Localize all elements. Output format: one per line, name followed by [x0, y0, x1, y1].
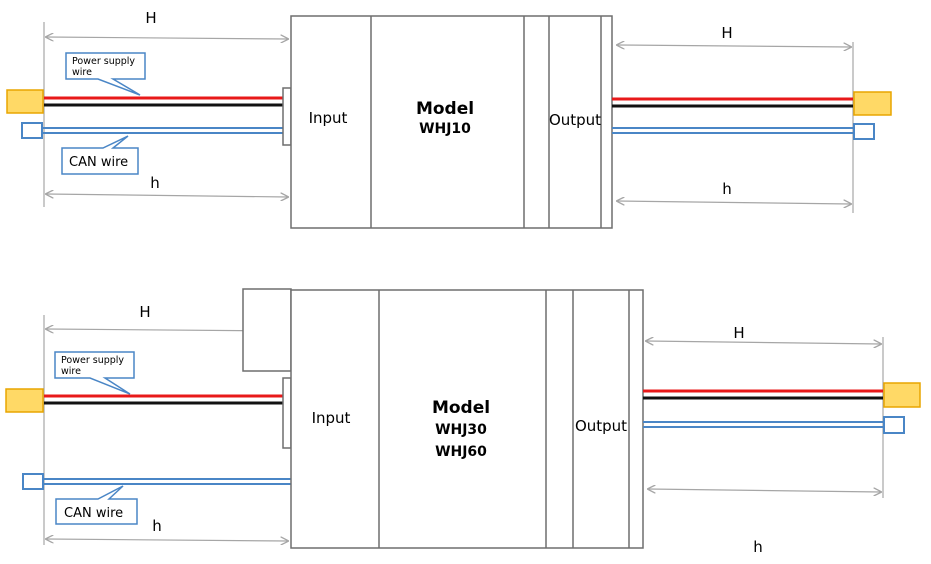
power-connector-right — [883, 382, 921, 408]
model-label: Model — [432, 398, 490, 418]
input-label: Input — [309, 109, 348, 127]
can-connector-left — [21, 122, 43, 139]
joint-body — [290, 15, 613, 229]
top-diagram: H h H h Input Model WHJ10 Output — [6, 9, 892, 229]
power-connector-left — [5, 388, 44, 413]
dimension-h-right — [648, 489, 881, 492]
can-connector-left — [22, 473, 44, 490]
dimension-H-right — [646, 341, 881, 344]
dimension-H-left — [46, 37, 288, 39]
dimension-h-left — [46, 194, 288, 197]
dim-label-H-left: H — [145, 9, 156, 27]
dimension-H-right — [617, 45, 851, 47]
model-name: WHJ10 — [419, 121, 471, 137]
dim-label-h-right: h — [753, 538, 763, 556]
input-flange — [282, 377, 292, 449]
callout-power-supply-wire: Power supply wire — [65, 52, 146, 96]
dim-label-H-right: H — [733, 324, 744, 342]
can-connector-right — [883, 416, 905, 434]
joint-body — [290, 289, 644, 549]
dim-label-h-left: h — [150, 174, 160, 192]
model-label: Model — [416, 99, 474, 119]
callout-power-line1: Power supply — [72, 56, 135, 67]
dim-label-H-left: H — [139, 303, 150, 321]
dim-label-H-right: H — [721, 24, 732, 42]
callout-can-wire: CAN wire — [61, 135, 139, 175]
callout-power-supply-wire: Power supply wire — [54, 351, 135, 395]
dim-label-h-right: h — [722, 180, 732, 198]
callout-can-text: CAN wire — [64, 506, 123, 521]
dimension-h-left — [46, 539, 288, 541]
model-name: WHJ60 — [435, 444, 487, 460]
callout-can-text: CAN wire — [69, 155, 128, 170]
power-connector-left — [6, 89, 44, 114]
callout-power-line2: wire — [61, 366, 81, 377]
output-label: Output — [575, 417, 627, 435]
dimension-h-right — [617, 201, 851, 204]
callout-power-line2: wire — [72, 67, 92, 78]
power-connector-right — [853, 91, 892, 116]
can-connector-right — [853, 123, 875, 140]
input-label: Input — [312, 409, 351, 427]
input-flange — [282, 87, 292, 146]
model-name: WHJ30 — [435, 422, 487, 438]
callout-power-line1: Power supply — [61, 355, 124, 366]
bottom-diagram: H h H h Input Model WHJ30 WHJ60 Output — [5, 288, 921, 556]
output-label: Output — [549, 111, 601, 129]
mounting-block — [242, 288, 292, 372]
callout-can-wire: CAN wire — [55, 485, 138, 525]
dim-label-h-left: h — [152, 517, 162, 535]
